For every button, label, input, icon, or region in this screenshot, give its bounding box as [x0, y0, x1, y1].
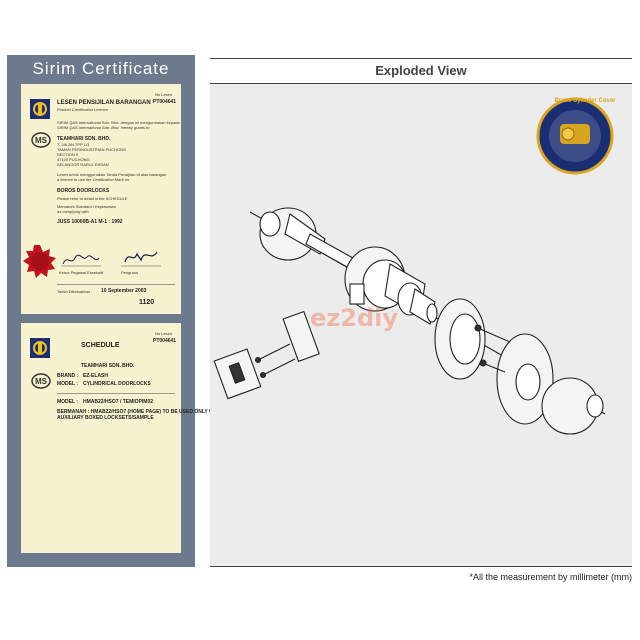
brand-label: BRAND :	[57, 373, 79, 379]
svg-text:MS: MS	[35, 136, 48, 145]
standard-value: JUSS 10000B-A1 M-1 : 1992	[57, 219, 123, 225]
panel-title: Sirim Certificate	[32, 59, 170, 78]
standard-label: Mematuhi Standard / Kepiawaian	[57, 204, 116, 209]
licence-no-value: PT004641	[153, 99, 177, 105]
sirim-logo-icon	[30, 99, 50, 119]
bottom-divider	[210, 566, 632, 567]
red-seal-icon	[23, 245, 56, 278]
badge-text: Brass Cylinder Cover	[554, 98, 616, 104]
issue-date-label: Tarikh Dikeluarkan :	[57, 289, 93, 294]
licence-no-label: No Lesen	[155, 92, 173, 97]
address-line-4: 47100 PUCHONG	[57, 157, 90, 162]
product-name: BOROS DOORLOCKS	[57, 188, 110, 194]
ms-mark-icon: MS	[31, 132, 51, 148]
address-line-2: TAMAN PERINDUSTRIAN PUCHONG	[57, 147, 127, 152]
licence-text: Lesen untuk menggunakan Tanda Pensijilan…	[57, 172, 167, 177]
address-line-5: SELANGOR DARUL EHSAN	[57, 162, 109, 167]
exploded-view-title: Exploded View	[375, 63, 467, 78]
exploded-view-drawing	[213, 97, 614, 435]
intro-text: SIRIM QAS International Sdn. Bhd. dengan…	[57, 120, 180, 125]
address-line-1: 7, JALAN TPP 1/3	[57, 142, 90, 147]
sirim-logo-icon	[30, 338, 50, 358]
company-name: TEAMHARI SDN. BHD.	[57, 136, 111, 142]
measurement-footnote: *All the measurement by millimeter (mm)	[469, 572, 632, 582]
model2-label: MODEL :	[57, 399, 79, 405]
ms-mark-icon: MS	[31, 373, 51, 389]
divider	[57, 393, 175, 394]
licence-no-label: No Lesen	[155, 331, 173, 336]
licence-no-value: PT004641	[153, 338, 177, 344]
exploded-view-header: Exploded View	[210, 58, 632, 84]
certificate-subheading: Product Certification Licence	[57, 107, 108, 112]
brand-value: EZ-ELASH	[83, 373, 108, 379]
issue-date-value: 10 September 2003	[101, 288, 147, 294]
schedule-reference: Please refer to detail in the SCHEDULE	[57, 196, 128, 201]
schedule-heading: SCHEDULE	[81, 342, 120, 349]
certificate-heading: LESEN PENSIJILAN BARANGAN	[57, 100, 151, 106]
sirim-certificate: No Lesen PT004641 LESEN PENSIJILAN BARAN…	[21, 84, 181, 314]
signatory-right-title: Pengurus	[121, 270, 139, 275]
intro-text-en: SIRIM QAS International Sdn. Bhd. hereby…	[57, 125, 150, 130]
remark-text-2: AUXILIARY BOXED LOCKSETS/SAMPLE	[57, 415, 154, 421]
standard-label-en: as complying with	[57, 209, 89, 214]
signatory-left-title: Ketua Pegawai Eksekutif	[59, 270, 104, 275]
schedule-company: TEAMHARI SDN. BHD.	[81, 363, 135, 369]
svg-text:MS: MS	[35, 377, 48, 386]
licence-text-en: a licence to use the Certification Mark …	[57, 177, 130, 182]
brass-cylinder-badge	[536, 97, 614, 175]
certificate-panel: Sirim Certificate No Lesen PT004641 LESE…	[7, 55, 222, 567]
model2-value: HMAB22/HSO7 / TEMIOPIM02	[83, 399, 154, 405]
address-line-3: SECTION 5	[57, 152, 79, 157]
divider	[57, 284, 175, 285]
signature-left	[61, 254, 101, 267]
remark-text: BERMANAH : HMAB22/HSO7 (HOME PAGE) TO BE…	[57, 409, 222, 415]
signature-right	[121, 251, 161, 267]
watermark: ez2diy	[310, 304, 398, 332]
certificate-number: 1120	[139, 299, 155, 306]
model-value: CYLINDRICAL DOORLOCKS	[83, 381, 151, 387]
model-label: MODEL :	[57, 381, 79, 387]
schedule-certificate: No Lesen PT004641 SCHEDULE MS TEAMHARI S…	[21, 323, 222, 553]
